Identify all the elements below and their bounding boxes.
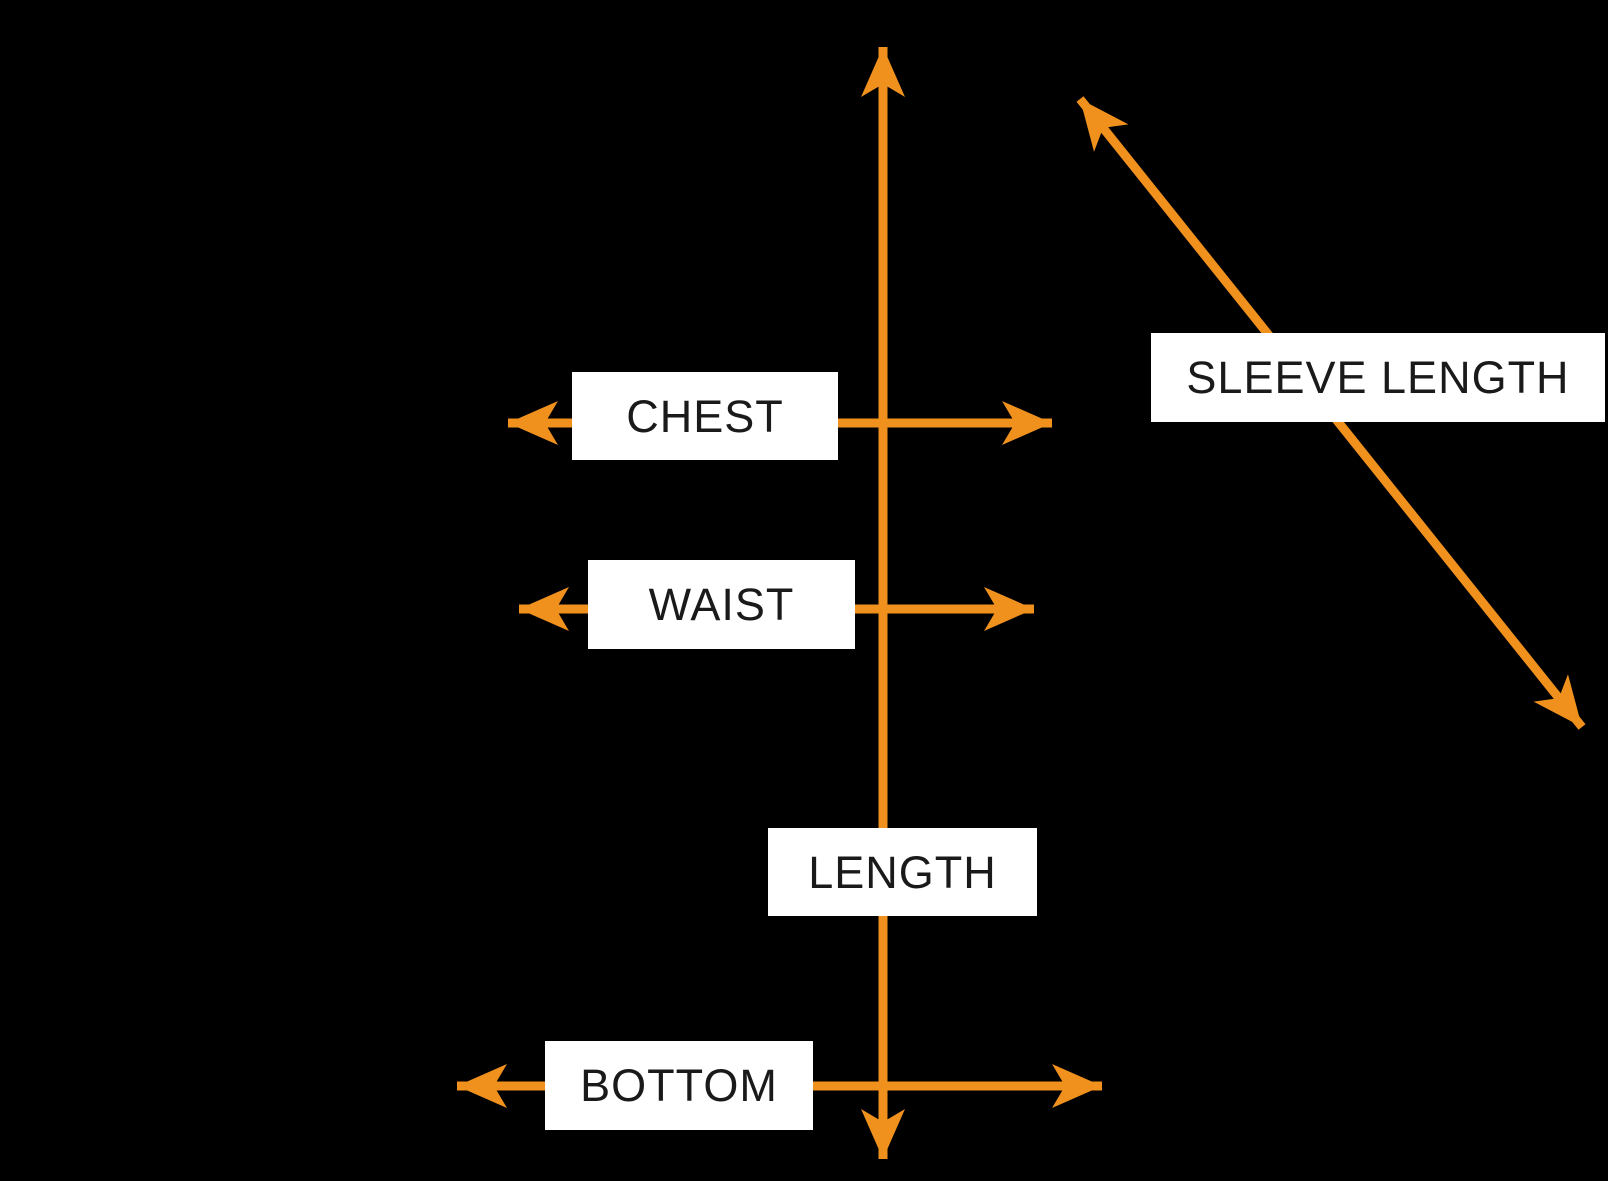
length-label: LENGTH (768, 828, 1037, 916)
bottom-label: BOTTOM (545, 1041, 813, 1130)
sleeve-length-label: SLEEVE LENGTH (1151, 333, 1605, 422)
chest-label: CHEST (572, 372, 838, 460)
waist-label: WAIST (588, 560, 855, 649)
